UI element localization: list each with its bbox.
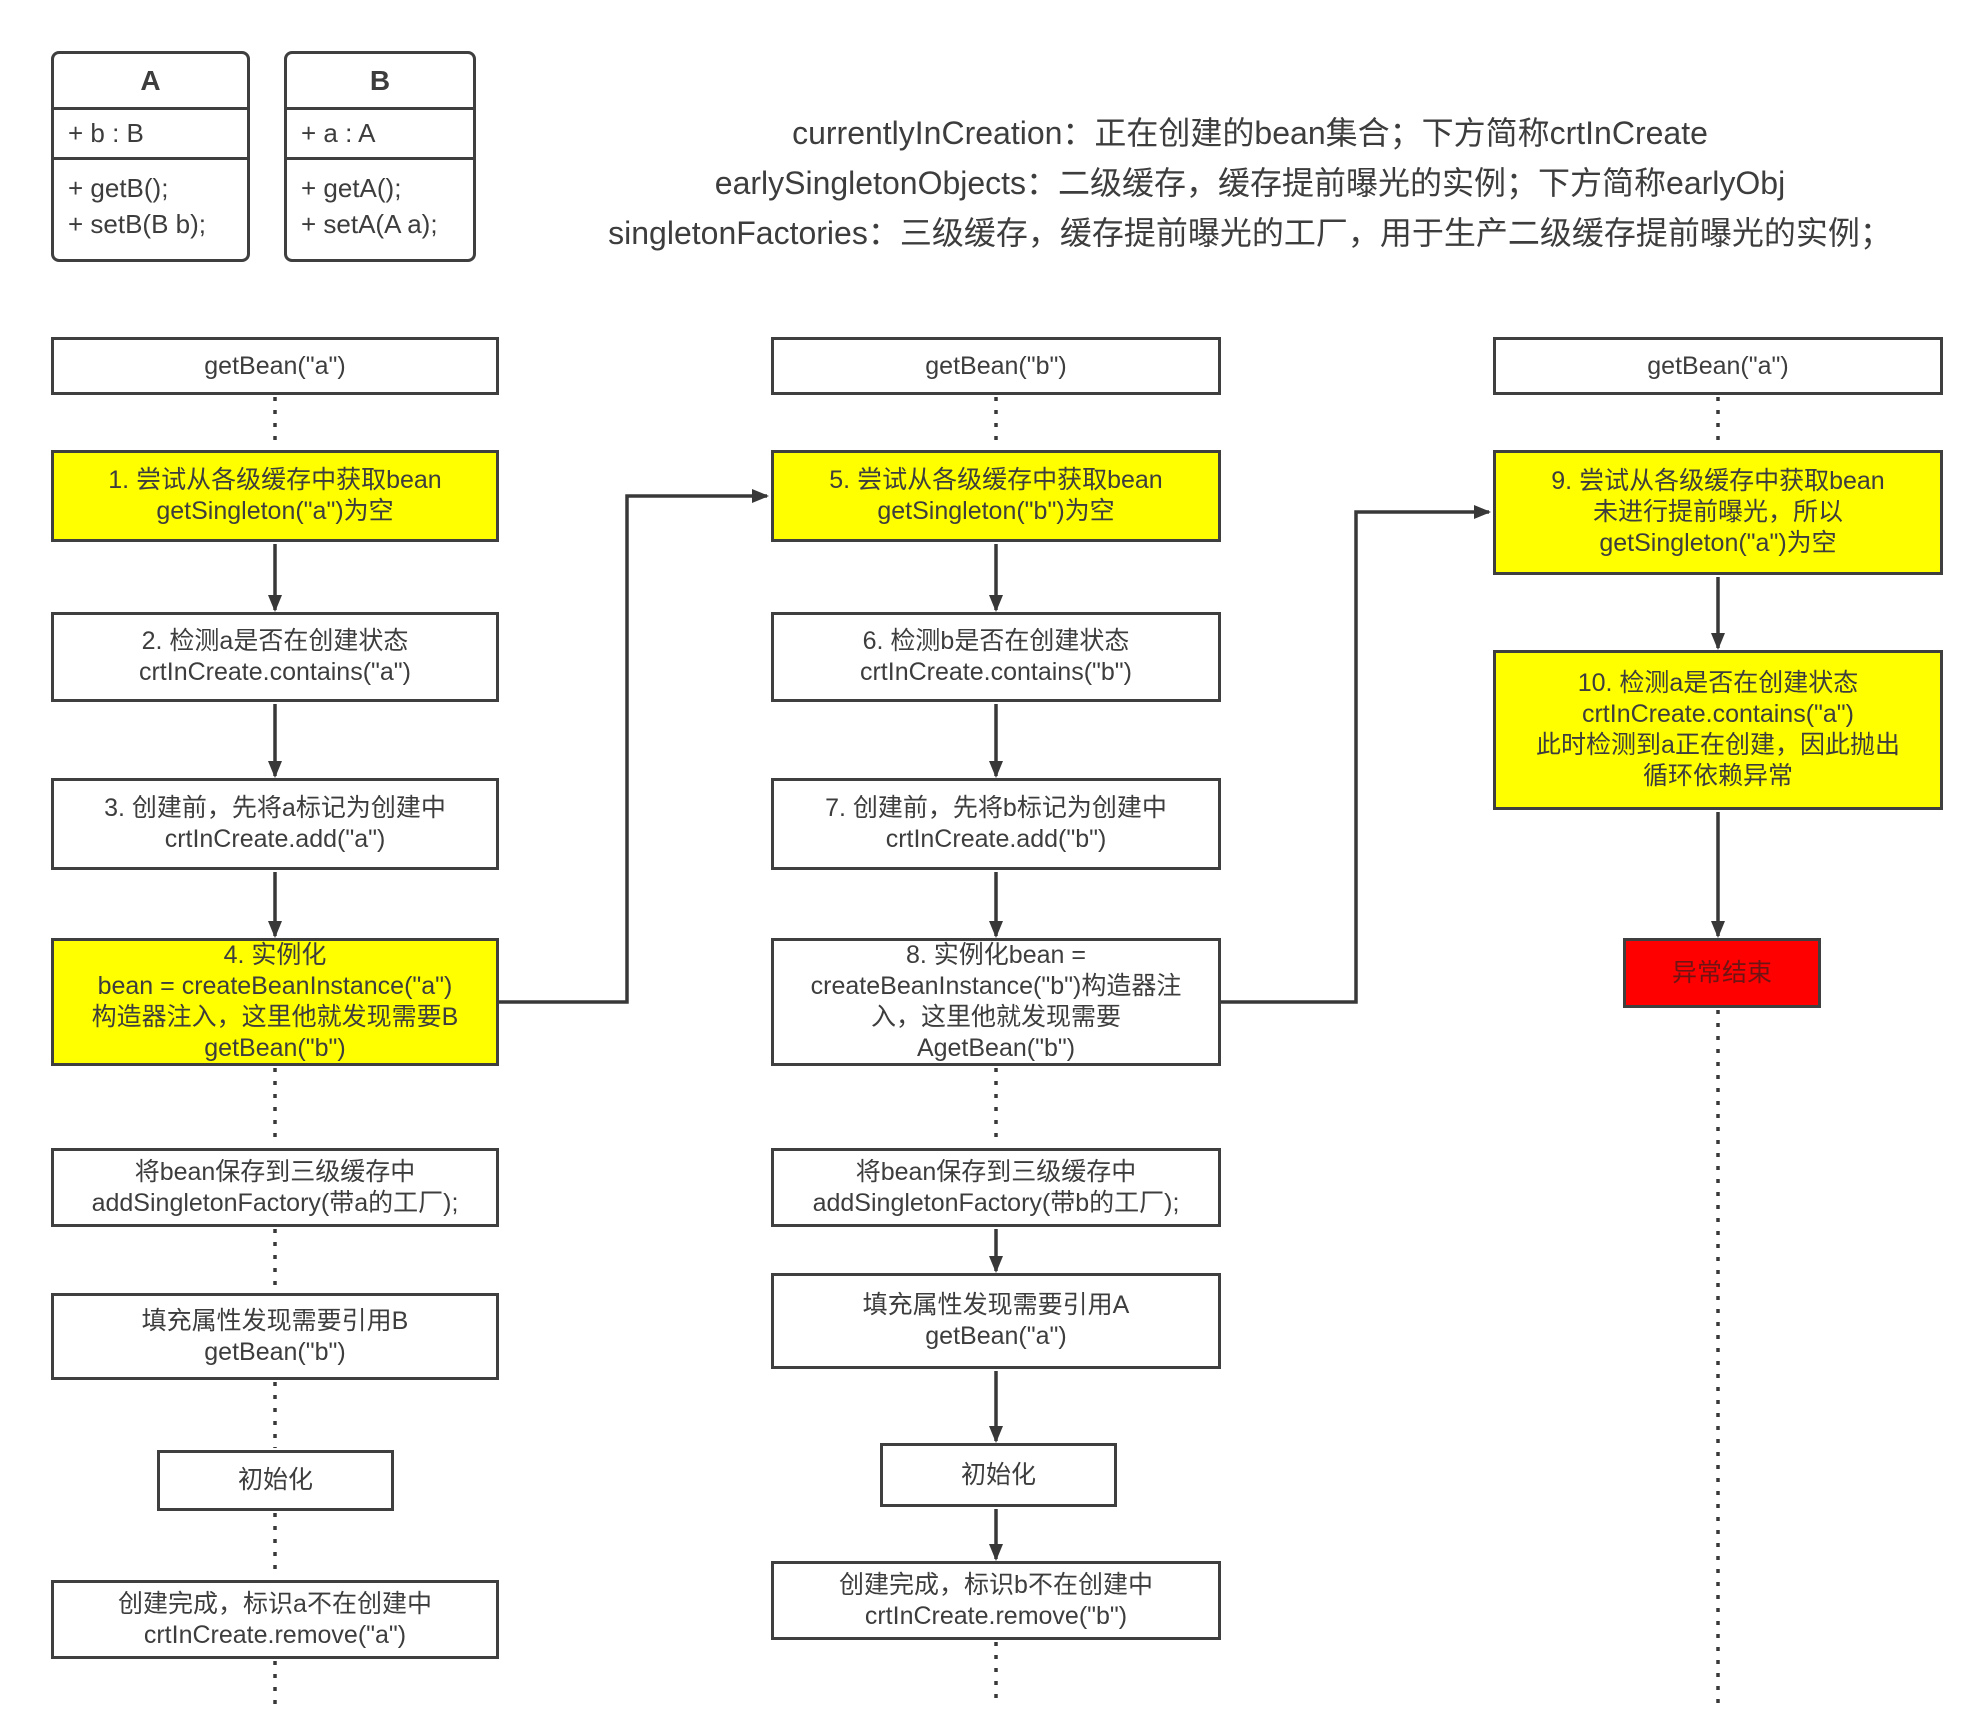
uml-class-b: B + a : A + getA(); + setA(A a);: [284, 51, 476, 262]
text-line: getBean("a"): [1647, 351, 1789, 380]
text-line: 5. 尝试从各级缓存中获取bean: [829, 466, 1163, 494]
box-init-a: 初始化: [157, 1450, 394, 1511]
text-line: crtInCreate.remove("b"): [864, 1601, 1128, 1630]
box-init-b: 初始化: [880, 1443, 1117, 1507]
text-line: 创建完成，标识b不在创建中: [839, 1570, 1153, 1599]
box-getbean-a-again: getBean("a"): [1493, 337, 1943, 395]
step10-circular-dependency-detected: 10. 检测a是否在创建状态 crtInCreate.contains("a")…: [1493, 650, 1943, 810]
text-line: 循环依赖异常: [1642, 762, 1793, 790]
text-line: getBean("b"): [204, 1034, 346, 1062]
text-line: 初始化: [237, 1466, 313, 1494]
legend-line-3: singletonFactories：三级缓存，缓存提前曝光的工厂，用于生产二级…: [608, 215, 1892, 251]
box-exception-end: 异常结束: [1623, 938, 1821, 1008]
text-line: 创建完成，标识a不在创建中: [118, 1589, 432, 1618]
text-line: 将bean保存到三级缓存中: [855, 1157, 1137, 1186]
text-line: 8. 实例化bean =: [906, 941, 1086, 969]
uml-class-a-title: A: [54, 54, 247, 110]
step7-mark-creating-b: 7. 创建前，先将b标记为创建中 crtInCreate.add("b"): [771, 778, 1221, 870]
text-line: getSingleton("b")为空: [877, 497, 1115, 525]
step1-get-singleton-a: 1. 尝试从各级缓存中获取bean getSingleton("a")为空: [51, 450, 499, 542]
text-line: crtInCreate.contains("a"): [1581, 700, 1855, 728]
text-line: 填充属性发现需要引用A: [862, 1291, 1130, 1319]
text-line: crtInCreate.contains("b"): [859, 658, 1133, 686]
text-line: AgetBean("b"): [916, 1034, 1076, 1062]
legend-line-2: earlySingletonObjects：二级缓存，缓存提前曝光的实例；下方简…: [714, 165, 1786, 201]
text-line: 7. 创建前，先将b标记为创建中: [825, 794, 1167, 822]
uml-class-b-attribute: + a : A: [287, 110, 473, 160]
box-add-singleton-factory-a: 将bean保存到三级缓存中 addSingletonFactory(带a的工厂)…: [51, 1148, 499, 1227]
uml-class-a-attribute: + b : B: [54, 110, 247, 160]
step8-instantiate-b: 8. 实例化bean = createBeanInstance("b")构造器注…: [771, 938, 1221, 1066]
text-line: getBean("a"): [925, 1322, 1067, 1350]
box-getbean-a: getBean("a"): [51, 337, 499, 395]
text-line: crtInCreate.add("a"): [164, 825, 386, 853]
uml-class-a: A + b : B + getB(); + setB(B b);: [51, 51, 250, 262]
legend-line-1: currentlyInCreation：正在创建的bean集合；下方简称crtI…: [792, 115, 1708, 151]
step5-get-singleton-b: 5. 尝试从各级缓存中获取bean getSingleton("b")为空: [771, 450, 1221, 542]
text-line: getBean("b"): [925, 351, 1067, 380]
text-line: 6. 检测b是否在创建状态: [862, 627, 1130, 655]
text-line: crtInCreate.contains("a"): [138, 658, 412, 686]
text-line: createBeanInstance("b")构造器注: [810, 972, 1182, 1000]
text-line: 入，这里他就发现需要: [870, 1003, 1121, 1031]
uml-method: + setA(A a);: [301, 209, 438, 239]
step2-check-creating-a: 2. 检测a是否在创建状态 crtInCreate.contains("a"): [51, 612, 499, 702]
text-line: 初始化: [960, 1460, 1036, 1489]
text-line: 构造器注入，这里他就发现需要B: [91, 1003, 459, 1031]
text-line: 10. 检测a是否在创建状态: [1577, 669, 1859, 697]
uml-class-a-methods: + getB(); + setB(B b);: [54, 160, 247, 242]
connector-step4-to-step5-elbow: [499, 489, 769, 1004]
step9-get-singleton-a-again: 9. 尝试从各级缓存中获取bean 未进行提前曝光，所以 getSingleto…: [1493, 450, 1943, 575]
text-line: crtInCreate.remove("a"): [143, 1620, 407, 1649]
text-line: getBean("b"): [204, 1337, 346, 1366]
box-getbean-b: getBean("b"): [771, 337, 1221, 395]
text-line: 1. 尝试从各级缓存中获取bean: [108, 466, 442, 494]
text-line: 未进行提前曝光，所以: [1592, 498, 1843, 526]
text-line: 2. 检测a是否在创建状态: [141, 627, 409, 655]
legend: currentlyInCreation：正在创建的bean集合；下方简称crtI…: [570, 108, 1930, 258]
text-line: bean = createBeanInstance("a"): [97, 972, 453, 1000]
text-line: 4. 实例化: [223, 941, 327, 969]
box-populate-a: 填充属性发现需要引用B getBean("b"): [51, 1293, 499, 1380]
text-line: getBean("a"): [204, 351, 346, 380]
uml-method: + getA();: [301, 173, 402, 203]
box-add-singleton-factory-b: 将bean保存到三级缓存中 addSingletonFactory(带b的工厂)…: [771, 1148, 1221, 1227]
text-line: addSingletonFactory(带b的工厂);: [812, 1188, 1180, 1217]
uml-method: + setB(B b);: [68, 209, 206, 239]
text-line: 3. 创建前，先将a标记为创建中: [104, 794, 446, 822]
text-line: 9. 尝试从各级缓存中获取bean: [1551, 467, 1885, 495]
text-line: 此时检测到a正在创建，因此抛出: [1536, 731, 1900, 759]
step3-mark-creating-a: 3. 创建前，先将a标记为创建中 crtInCreate.add("a"): [51, 778, 499, 870]
text-line: getSingleton("a")为空: [156, 497, 394, 525]
text-line: 填充属性发现需要引用B: [141, 1306, 409, 1335]
connector-step8-to-step9-elbow: [1221, 505, 1491, 1004]
text-line: 异常结束: [1671, 958, 1772, 987]
text-line: 将bean保存到三级缓存中: [134, 1157, 416, 1186]
text-line: crtInCreate.add("b"): [885, 825, 1107, 853]
step4-instantiate-a: 4. 实例化 bean = createBeanInstance("a") 构造…: [51, 938, 499, 1066]
uml-method: + getB();: [68, 173, 169, 203]
box-populate-b: 填充属性发现需要引用A getBean("a"): [771, 1273, 1221, 1369]
step6-check-creating-b: 6. 检测b是否在创建状态 crtInCreate.contains("b"): [771, 612, 1221, 702]
text-line: getSingleton("a")为空: [1599, 529, 1837, 557]
box-done-b: 创建完成，标识b不在创建中 crtInCreate.remove("b"): [771, 1561, 1221, 1640]
uml-class-b-title: B: [287, 54, 473, 110]
uml-class-b-methods: + getA(); + setA(A a);: [287, 160, 473, 242]
box-done-a: 创建完成，标识a不在创建中 crtInCreate.remove("a"): [51, 1580, 499, 1659]
text-line: addSingletonFactory(带a的工厂);: [91, 1188, 459, 1217]
